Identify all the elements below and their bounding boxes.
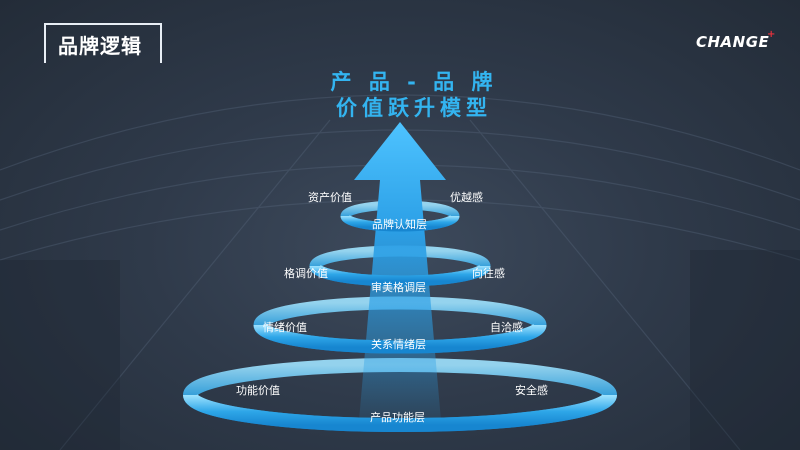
layer-3-left-label: 情绪价值 xyxy=(263,321,307,334)
layer-3-right-label: 自洽感 xyxy=(490,321,523,334)
layer-1-name: 品牌认知层 xyxy=(372,218,427,231)
diagram-heading-line2: 价值跃升模型 xyxy=(336,96,492,120)
layer-3-name: 关系情绪层 xyxy=(371,338,426,351)
layer-4-name: 产品功能层 xyxy=(370,411,425,424)
layer-2-name: 审美格调层 xyxy=(371,281,426,294)
diagram-heading-line1: 产 品 - 品 牌 xyxy=(330,70,498,94)
layer-1-left-label: 资产价值 xyxy=(308,191,352,204)
layer-2-left-label: 格调价值 xyxy=(284,267,328,280)
page-title: 品牌逻辑 xyxy=(58,34,142,58)
ring-layer-2-front xyxy=(309,263,491,287)
logo-plus-icon: + xyxy=(767,29,776,40)
ring-layer-1-front xyxy=(340,214,460,232)
title-frame xyxy=(44,23,162,63)
layer-1-right-label: 优越感 xyxy=(450,191,483,204)
ring-layer-4-front xyxy=(183,393,617,432)
brand-logo: CHANGE xyxy=(696,33,770,51)
ring-layer-3-front xyxy=(253,322,547,354)
layer-4-right-label: 安全感 xyxy=(515,384,548,397)
layer-4-left-label: 功能价值 xyxy=(236,384,280,397)
layer-2-right-label: 向往感 xyxy=(472,267,505,280)
